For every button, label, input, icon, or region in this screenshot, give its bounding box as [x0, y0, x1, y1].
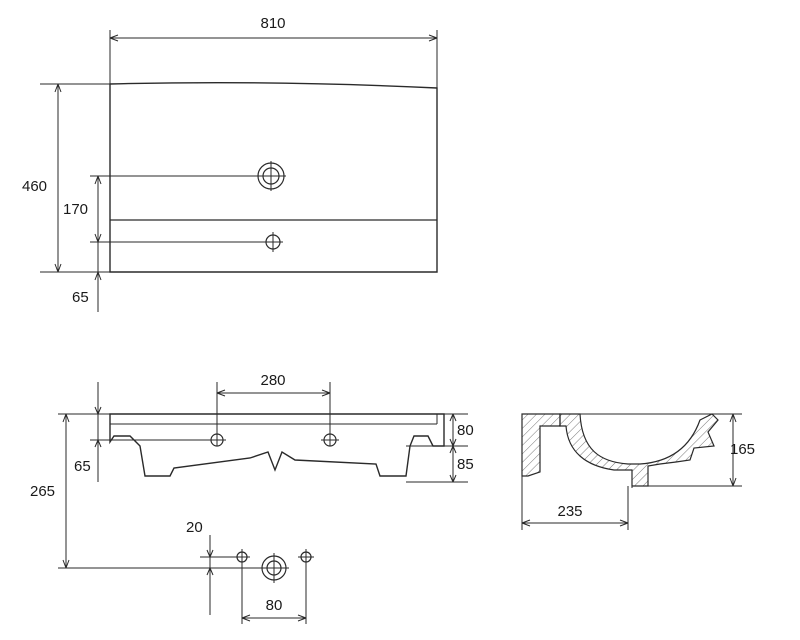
fixing-hole-right-icon: [298, 549, 314, 624]
dim-width: [109, 30, 438, 88]
label-waste-spacing: 80: [266, 597, 283, 614]
dim-section-height: [648, 413, 742, 487]
dim-waste-offset: [200, 535, 236, 615]
top-view: 810 460 170 65: [22, 15, 438, 312]
dim-depth: [40, 83, 110, 273]
waste-hole-icon: [259, 553, 289, 583]
dim-tap-offset: [90, 175, 266, 243]
front-view: 280 80 85 65 265: [30, 372, 474, 569]
section-bowl: [559, 413, 719, 487]
label-width: 810: [260, 15, 285, 32]
dim-rim-height: [406, 413, 468, 483]
label-tap-offset: 170: [63, 201, 88, 218]
label-bowl-depth: 85: [457, 456, 474, 473]
dim-total-height: [58, 413, 274, 569]
dim-centre-distance: [216, 382, 331, 446]
dim-overflow-offset: [94, 242, 102, 312]
label-section-depth: 235: [557, 503, 582, 520]
label-waste-offset: 20: [186, 519, 203, 536]
section-wall: [521, 413, 561, 477]
dim-waste-spacing: [241, 614, 307, 622]
fixing-hole-left-icon: [234, 549, 250, 624]
dim-bracket-offset: [90, 382, 208, 482]
basin-front-outline: [109, 413, 445, 477]
label-depth: 460: [22, 178, 47, 195]
dim-section-depth: [521, 476, 629, 530]
label-total-height: 265: [30, 483, 55, 500]
label-centre-distance: 280: [260, 372, 285, 389]
label-section-height: 165: [730, 441, 755, 458]
side-section: 165 235: [521, 413, 755, 530]
hole-detail: 20 80: [186, 519, 314, 624]
label-rim-height: 80: [457, 422, 474, 439]
label-overflow-offset: 65: [72, 289, 89, 306]
label-bracket-offset: 65: [74, 458, 91, 475]
